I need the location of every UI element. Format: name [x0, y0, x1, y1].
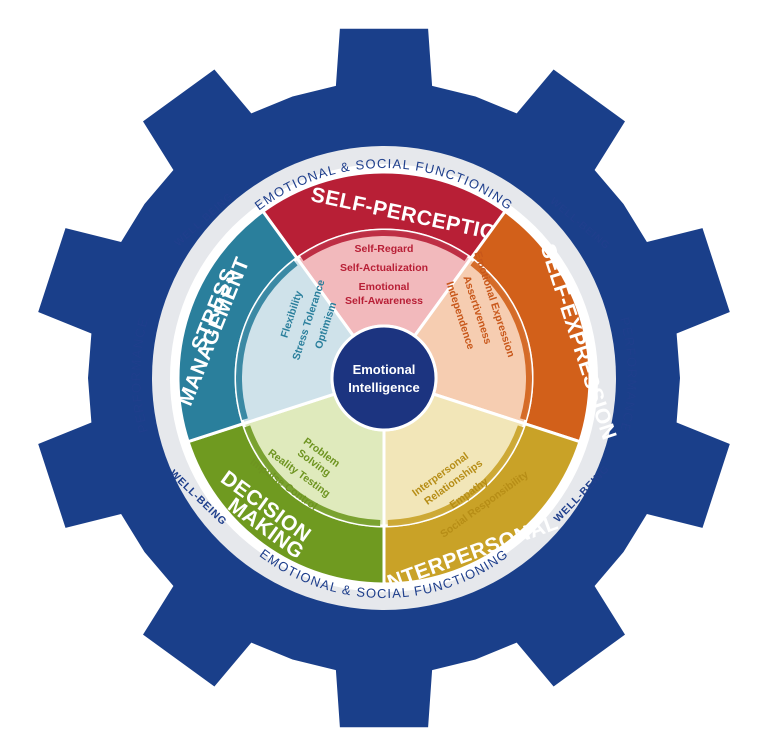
- stress-management-accent-arc: [236, 260, 298, 421]
- center-label-line1: Emotional: [353, 362, 416, 377]
- interpersonal-accent-arc: [387, 425, 524, 526]
- self-perception-accent-arc: [300, 229, 468, 261]
- composite-self-perception: SELF-PERCEPTIONSelf-RegardSelf-Actualiza…: [260, 170, 514, 339]
- self-perception-subscale: Self-Awareness: [345, 295, 423, 307]
- center-label-line2: Intelligence: [348, 380, 420, 395]
- center-circle: [330, 324, 438, 432]
- ring-label-left: PERFORMANCE: [128, 315, 151, 434]
- self-perception-subscale: Self-Actualization: [340, 262, 428, 274]
- self-perception-subscale: Emotional: [359, 281, 410, 293]
- self-perception-subscale: Self-Regard: [355, 243, 414, 255]
- composite-interpersonal: INTERPERSONALInterpersonalRelationshipsE…: [378, 392, 582, 597]
- composite-wedges: SELF-PERCEPTIONSelf-RegardSelf-Actualiza…: [174, 170, 621, 597]
- decision-making-accent-arc: [244, 425, 381, 526]
- self-expression-accent-arc: [470, 260, 532, 421]
